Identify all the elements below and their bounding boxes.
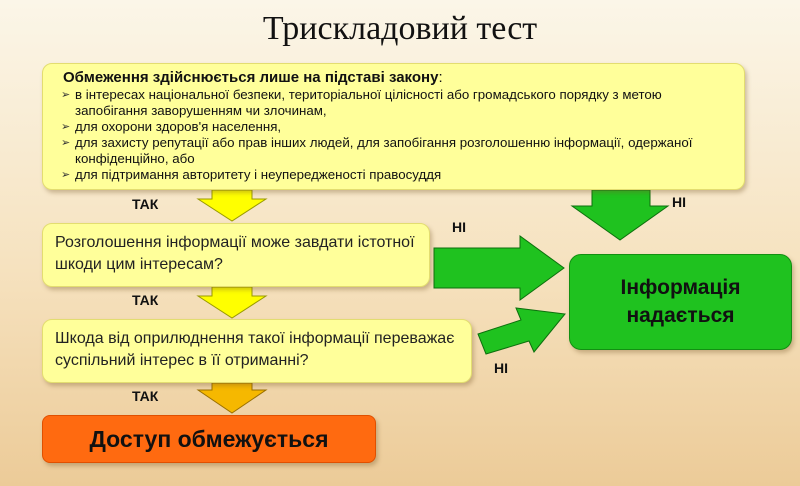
list-item: ➢ для підтримання авторитету і неупередже…: [61, 167, 730, 183]
conditions-heading-text: Обмеження здійснюється лише на підставі …: [63, 69, 439, 86]
label-yes-1: ТАК: [132, 196, 159, 212]
law-conditions-box: Обмеження здійснюється лише на підставі …: [42, 63, 745, 190]
arrow-down-yes-1: [196, 189, 268, 222]
question-harm-box: Розголошення інформації може завдати іст…: [42, 223, 430, 287]
condition-text: в інтересах національної безпеки, терито…: [75, 87, 662, 118]
information-provided-box: Інформація надається: [569, 254, 792, 350]
arrow-down-yes-3: [196, 382, 268, 414]
label-yes-3: ТАК: [132, 388, 159, 404]
access-restricted-box: Доступ обмежується: [42, 415, 376, 463]
arrow-bullet-icon: ➢: [61, 169, 71, 181]
conditions-list: ➢ в інтересах національної безпеки, терит…: [61, 87, 730, 183]
arrow-up-no-3: [477, 307, 566, 355]
list-item: ➢ в інтересах національної безпеки, терит…: [61, 87, 730, 119]
arrow-down-no-1: [570, 189, 670, 241]
conditions-heading-colon: :: [438, 69, 443, 86]
label-no-1: НІ: [672, 194, 686, 210]
arrow-bullet-icon: ➢: [61, 121, 71, 133]
diagram-title: Трискладовий тест: [262, 10, 538, 47]
label-no-2: НІ: [452, 219, 466, 235]
label-no-3: НІ: [494, 360, 508, 376]
conditions-heading: Обмеження здійснюється лише на підставі …: [63, 69, 730, 87]
condition-text: для охорони здоров'я населення,: [75, 119, 282, 134]
list-item: ➢ для охорони здоров'я населення,: [61, 119, 730, 135]
label-yes-2: ТАК: [132, 292, 159, 308]
arrow-down-yes-2: [196, 286, 268, 319]
arrow-bullet-icon: ➢: [61, 89, 71, 101]
condition-text: для підтримання авторитету і неупереджен…: [75, 167, 442, 182]
arrow-right-no-2: [433, 235, 565, 301]
list-item: ➢ для захисту репутації або прав інших лю…: [61, 135, 730, 167]
question-public-interest-box: Шкода від оприлюднення такої інформації …: [42, 319, 472, 383]
arrow-bullet-icon: ➢: [61, 137, 71, 149]
condition-text: для захисту репутації або прав інших люд…: [75, 135, 693, 166]
